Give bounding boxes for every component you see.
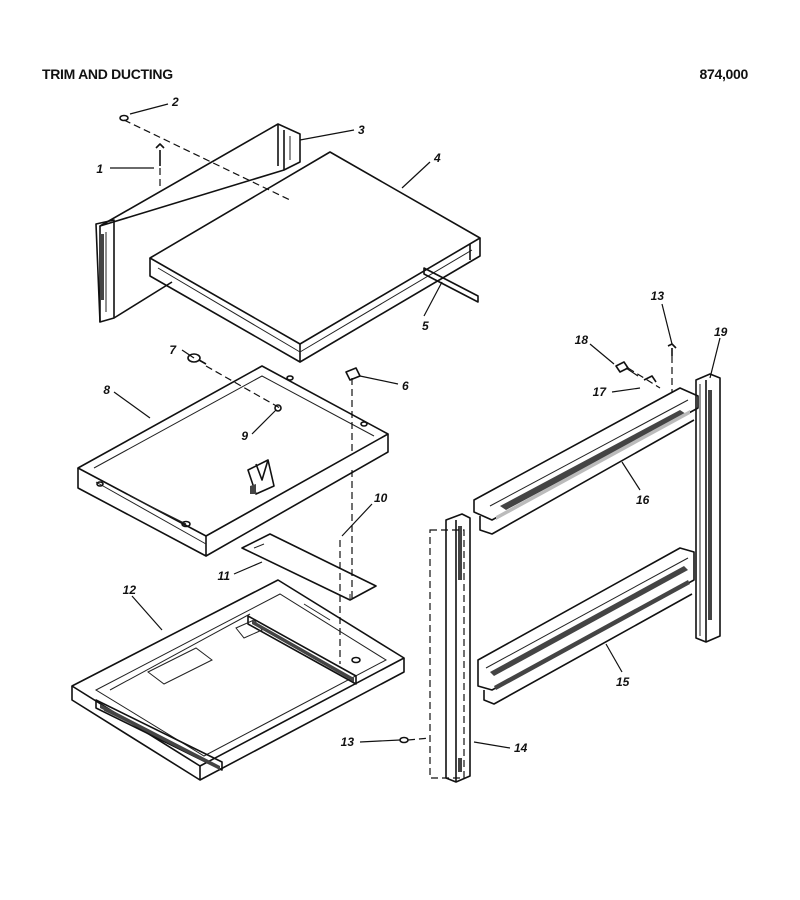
support-rod <box>423 267 479 303</box>
clip-part-6 <box>345 367 361 381</box>
callout-18: 18 <box>575 333 589 347</box>
clip-part-17 <box>643 375 657 383</box>
top-panel <box>149 151 481 363</box>
callout-1: 1 <box>96 162 103 176</box>
callout-13-top: 13 <box>651 289 665 303</box>
upper-trim-rail <box>473 387 699 535</box>
part-number: 874,000 <box>699 66 748 82</box>
leader-lines <box>110 103 721 749</box>
bracket-plate <box>241 533 377 601</box>
duct-back-frame <box>95 123 301 323</box>
drip-tray <box>77 365 389 557</box>
callout-6: 6 <box>402 379 409 393</box>
callout-15: 15 <box>616 675 630 689</box>
screw-part-18 <box>615 361 639 377</box>
right-vertical-rail <box>695 373 721 643</box>
screw-part-13-top <box>667 343 677 356</box>
callout-7: 7 <box>169 343 177 357</box>
callout-17: 17 <box>593 385 608 399</box>
screw-part-7 <box>187 353 207 365</box>
callout-5: 5 <box>422 319 429 333</box>
diagram-title: TRIM AND DUCTING <box>42 66 173 82</box>
assembly-lines <box>123 119 673 741</box>
clip-part-1 <box>155 143 165 166</box>
callout-12: 12 <box>123 583 137 597</box>
callout-11: 11 <box>218 569 231 583</box>
callout-3: 3 <box>358 123 365 137</box>
screw-part-2 <box>119 114 129 122</box>
left-vertical-rail <box>429 513 471 783</box>
callout-9: 9 <box>241 429 248 443</box>
callout-8: 8 <box>103 383 110 397</box>
callout-2: 2 <box>171 95 179 109</box>
base-pan <box>71 579 405 781</box>
callout-19: 19 <box>714 325 728 339</box>
screw-part-13-bottom <box>399 736 409 744</box>
callout-13-bottom: 13 <box>341 735 355 749</box>
callout-14: 14 <box>514 741 528 755</box>
callout-10: 10 <box>374 491 388 505</box>
callout-4: 4 <box>433 151 441 165</box>
callout-labels: 1 2 3 4 5 6 7 8 9 10 11 12 13 13 14 15 1… <box>96 95 727 755</box>
lower-trim-rail <box>477 547 695 705</box>
callout-16: 16 <box>636 493 650 507</box>
